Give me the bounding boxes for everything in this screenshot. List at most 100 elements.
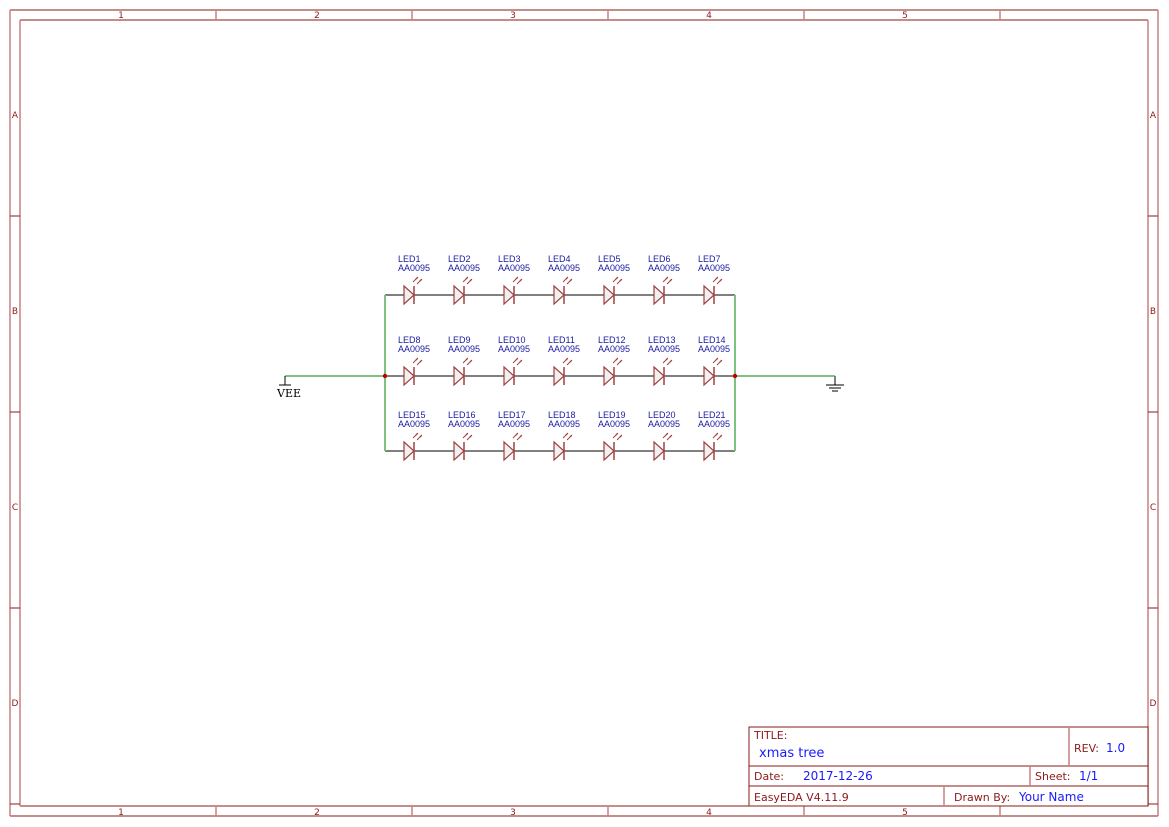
- row-label-left: D: [12, 699, 19, 709]
- sheet-frame: [9, 9, 1159, 817]
- vee-power-symbol[interactable]: VEE: [276, 376, 301, 400]
- led-part-value: AA0095: [548, 344, 580, 354]
- led-icon: [603, 432, 623, 461]
- led-icon: [703, 432, 723, 461]
- col-label-bottom: 5: [902, 808, 908, 818]
- led-icon: [503, 432, 523, 461]
- led-icon: [403, 357, 423, 386]
- junction-dot: [382, 373, 388, 379]
- led-designator: LED14: [698, 335, 726, 345]
- led-icon: [453, 357, 473, 386]
- led-designator: LED11: [548, 335, 575, 345]
- title-value: xmas tree: [759, 746, 824, 761]
- led-icon: [553, 432, 573, 461]
- led-designator: LED17: [498, 410, 526, 420]
- col-label-bottom: 4: [706, 808, 712, 818]
- row-label-left: B: [12, 307, 18, 317]
- rev-value: 1.0: [1106, 741, 1125, 755]
- led-part-value: AA0095: [698, 263, 730, 273]
- led-designator: LED5: [598, 254, 621, 264]
- col-label-top: 2: [314, 11, 320, 21]
- led-icon: [703, 357, 723, 386]
- led-icon: [653, 357, 673, 386]
- led-designator: LED13: [648, 335, 676, 345]
- title-label: TITLE:: [753, 729, 787, 742]
- led-designator: LED8: [398, 335, 421, 345]
- led-part-value: AA0095: [698, 419, 730, 429]
- led-icon: [403, 432, 423, 461]
- date-value: 2017-12-26: [803, 769, 873, 783]
- led-icon: [653, 432, 673, 461]
- vee-label: VEE: [276, 387, 301, 400]
- sheet-label: Sheet:: [1035, 770, 1071, 783]
- led-part-value: AA0095: [448, 263, 480, 273]
- rev-label: REV:: [1074, 742, 1099, 755]
- led-designator: LED3: [498, 254, 521, 264]
- led-part-value: AA0095: [698, 344, 730, 354]
- led-part-value: AA0095: [548, 263, 580, 273]
- row-label-left: C: [12, 503, 18, 513]
- ground-icon[interactable]: [826, 376, 844, 392]
- row-label-left: A: [12, 111, 19, 121]
- led-part-value: AA0095: [648, 344, 680, 354]
- led-designator: LED21: [698, 410, 726, 420]
- wires: [285, 294, 835, 452]
- col-label-top: 1: [118, 11, 124, 21]
- led-icon: [503, 276, 523, 305]
- title-block: TITLE: xmas tree REV: 1.0 Date: 2017-12-…: [748, 726, 1149, 807]
- col-label-top: 4: [706, 11, 712, 21]
- led-icon: [503, 357, 523, 386]
- tool-version: EasyEDA V4.11.9: [754, 791, 849, 804]
- led-designator: LED16: [448, 410, 476, 420]
- led-designator: LED9: [448, 335, 471, 345]
- led-icon: [453, 432, 473, 461]
- led-part-value: AA0095: [398, 263, 430, 273]
- led-part-value: AA0095: [498, 263, 530, 273]
- led-designator: LED18: [548, 410, 576, 420]
- led-icon: [603, 276, 623, 305]
- led-part-value: AA0095: [548, 419, 580, 429]
- led-part-value: AA0095: [448, 419, 480, 429]
- led-part-value: AA0095: [598, 263, 630, 273]
- led-array: LED1AA0095LED2AA0095LED3AA0095LED4AA0095…: [398, 254, 730, 461]
- led-designator: LED1: [398, 254, 421, 264]
- led-part-value: AA0095: [648, 263, 680, 273]
- col-label-bottom: 1: [118, 808, 124, 818]
- row-label-right: B: [1150, 307, 1156, 317]
- led-icon: [453, 276, 473, 305]
- led-icon: [553, 276, 573, 305]
- led-icon: [653, 276, 673, 305]
- row-label-right: C: [1150, 503, 1156, 513]
- led-part-value: AA0095: [648, 419, 680, 429]
- led-designator: LED10: [498, 335, 526, 345]
- led-icon: [553, 357, 573, 386]
- row-label-right: D: [1150, 699, 1157, 709]
- led-designator: LED19: [598, 410, 626, 420]
- led-part-value: AA0095: [598, 344, 630, 354]
- led-part-value: AA0095: [598, 419, 630, 429]
- led-icon: [603, 357, 623, 386]
- col-label-bottom: 3: [510, 808, 516, 818]
